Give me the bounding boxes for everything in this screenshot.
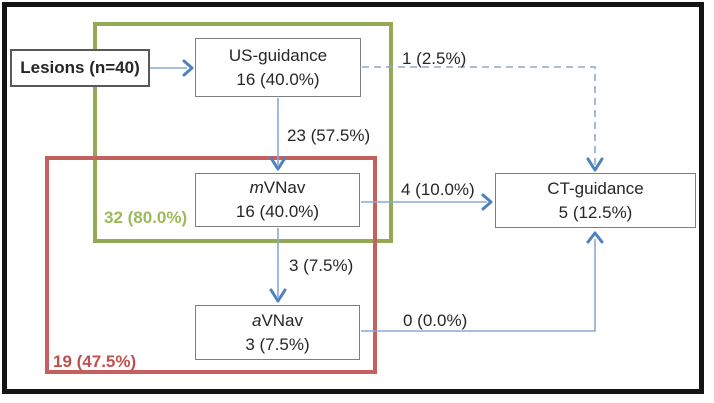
node-ct-guidance: CT-guidance 5 (12.5%) — [495, 173, 696, 228]
node-lesions-label: Lesions (n=40) — [20, 58, 140, 77]
node-us-guidance-title: US-guidance — [228, 45, 328, 65]
node-ct-guidance-count: 5 (12.5%) — [558, 202, 633, 222]
edge-label-us-to-ct: 1 (2.5%) — [402, 49, 467, 68]
node-lesions: Lesions (n=40) — [10, 49, 150, 87]
outer-frame — [2, 2, 704, 394]
group-label-green-total: 32 (80.0%) — [104, 208, 188, 227]
node-us-guidance-count: 16 (40.0%) — [236, 69, 320, 89]
node-us-guidance: US-guidance 16 (40.0%) — [195, 38, 361, 97]
group-label-red-total: 19 (47.5%) — [53, 352, 137, 371]
node-avnav-count: 3 (7.5%) — [245, 334, 310, 354]
edge-label-avnav-to-ct: 0 (0.0%) — [403, 311, 468, 330]
node-avnav: aVNav 3 (7.5%) — [195, 305, 360, 360]
node-mvnav-title-italic: m — [249, 178, 264, 197]
edge-label-us-to-mvnav: 23 (57.5%) — [287, 126, 371, 145]
node-ct-guidance-title: CT-guidance — [547, 178, 644, 198]
node-avnav-title: aVNav — [252, 309, 303, 333]
node-mvnav-count: 16 (40.0%) — [235, 202, 320, 221]
edge-label-mvnav-to-avnav: 3 (7.5%) — [289, 256, 354, 275]
edge-label-mvnav-to-ct: 4 (10.0%) — [401, 180, 475, 199]
node-mvnav-title: mVNav — [250, 176, 306, 200]
node-avnav-title-italic: a — [251, 310, 262, 330]
node-avnav-title-rest: VNav — [261, 310, 304, 330]
node-mvnav: mVNav 16 (40.0%) — [195, 173, 360, 227]
node-mvnav-title-rest: VNav — [263, 178, 306, 197]
